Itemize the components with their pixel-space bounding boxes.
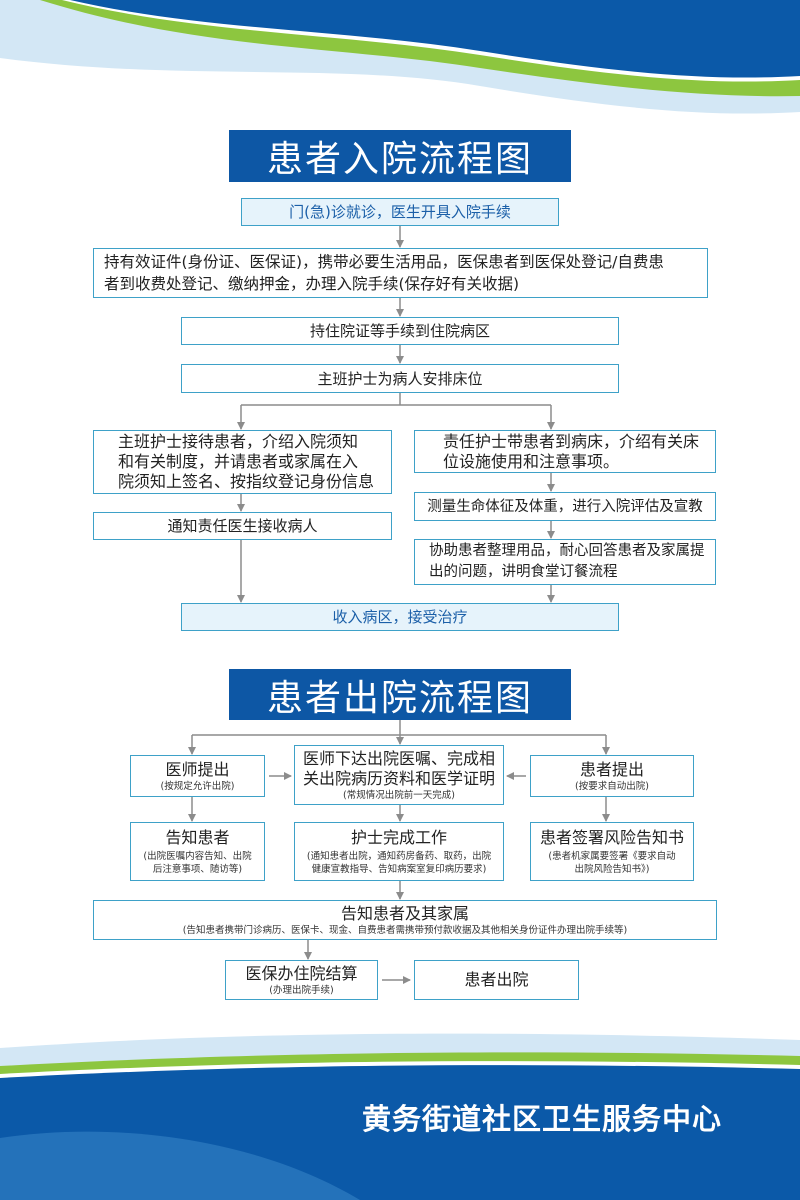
step-assign-bed: 主班护士为病人安排床位 <box>181 364 619 393</box>
step-patient-proposes-label: 患者提出 <box>579 759 644 779</box>
step-resp-nurse-line: 位设施使用和注意事项。 <box>443 451 620 471</box>
step-resp-nurse-line: 责任护士带患者到病床，介绍有关床 <box>443 431 700 451</box>
step-inform-patient: 告知患者 (出院医嘱内容告知、出院 后注意事项、随访等) <box>130 822 265 881</box>
step-doctor-proposes-note: (按规定允许出院) <box>160 780 235 792</box>
step-notify-doctor-text: 通知责任医生接收病人 <box>167 517 318 535</box>
step-nurse-work: 护士完成工作 (通知患者出院，通知药房备药、取药，出院 健康宣教指导、告知病案室… <box>294 822 504 881</box>
discharge-title: 患者出院流程图 <box>229 669 571 720</box>
step-inform-patient-note: (出院医嘱内容告知、出院 <box>143 850 252 862</box>
step-doctor-proposes-label: 医师提出 <box>165 759 230 779</box>
step-notify-doctor: 通知责任医生接收病人 <box>93 512 392 540</box>
step-admit: 收入病区，接受治疗 <box>181 603 619 631</box>
step-register: 持有效证件(身份证、医保证)，携带必要生活用品，医保患者到医保处登记/自费患 者… <box>93 248 708 298</box>
step-discharged: 患者出院 <box>414 960 579 1000</box>
step-doctor-proposes: 医师提出 (按规定允许出院) <box>130 755 265 797</box>
bottom-wave-swirl <box>0 1131 360 1200</box>
step-assist-line: 协助患者整理用品，耐心回答患者及家属提 <box>429 543 705 559</box>
step-risk-form-label: 患者签署风险告知书 <box>539 827 684 847</box>
step-vitals: 测量生命体征及体重，进行入院评估及宣教 <box>414 492 716 521</box>
step-resp-nurse: 责任护士带患者到病床，介绍有关床 位设施使用和注意事项。 <box>414 430 716 473</box>
step-nurse-work-label: 护士完成工作 <box>350 827 447 847</box>
step-inform-patient-label: 告知患者 <box>165 827 230 847</box>
step-admit-text: 收入病区，接受治疗 <box>332 608 468 626</box>
step-patient-proposes-note: (按要求自动出院) <box>575 780 649 792</box>
step-inform-family: 告知患者及其家属 (告知患者携带门诊病历、医保卡、现金、自费患者需携带预付款收据… <box>93 900 717 940</box>
step-register-line: 者到收费处登记、缴纳押金，办理入院手续(保存好有关收据) <box>104 275 520 293</box>
step-head-nurse: 主班护士接待患者，介绍入院须知 和有关制度，并请患者或家属在入 院须知上签名、按… <box>93 430 392 494</box>
top-wave-dark <box>70 0 800 78</box>
step-settlement-note: (办理出院手续) <box>269 984 334 996</box>
step-assign-bed-text: 主班护士为病人安排床位 <box>317 369 483 388</box>
step-discharge-order-note: (常规情况出院前一天完成) <box>343 789 455 801</box>
step-head-nurse-line: 院须知上签名、按指纹登记身份信息 <box>118 472 375 491</box>
step-risk-form: 患者签署风险告知书 (患者机家属要签署《要求自动 出院风险告知书》) <box>530 822 694 881</box>
organization-name: 黄务街道社区卫生服务中心 <box>361 1102 722 1136</box>
step-to-ward: 持住院证等手续到住院病区 <box>181 317 619 345</box>
step-discharge-order-line: 关出院病历资料和医学证明 <box>302 768 495 788</box>
step-to-ward-text: 持住院证等手续到住院病区 <box>309 322 490 340</box>
step-head-nurse-line: 和有关制度，并请患者或家属在入 <box>118 452 359 471</box>
step-head-nurse-line: 主班护士接待患者，介绍入院须知 <box>118 432 359 451</box>
step-discharge-order-line: 医师下达出院医嘱、完成相 <box>302 748 495 768</box>
step-nurse-work-note: (通知患者出院，通知药房备药、取药，出院 <box>306 850 492 862</box>
step-assist: 协助患者整理用品，耐心回答患者及家属提 出的问题，讲明食堂订餐流程 <box>414 539 716 585</box>
step-assist-line: 出的问题，讲明食堂订餐流程 <box>429 564 618 580</box>
step-nurse-work-note: 健康宣教指导、告知病案室复印病历要求) <box>311 863 487 875</box>
step-risk-form-note: (患者机家属要签署《要求自动 <box>548 850 676 862</box>
step-inform-family-note: (告知患者携带门诊病历、医保卡、现金、自费患者需携带预付款收据及其他相关身份证件… <box>182 924 628 936</box>
step-patient-proposes: 患者提出 (按要求自动出院) <box>530 755 694 797</box>
step-discharged-text: 患者出院 <box>464 970 529 989</box>
top-waves <box>0 0 800 114</box>
step-inform-family-label: 告知患者及其家属 <box>340 903 469 923</box>
step-visit: 门(急)诊就诊，医生开具入院手续 <box>241 198 559 226</box>
step-discharge-order: 医师下达出院医嘱、完成相 关出院病历资料和医学证明 (常规情况出院前一天完成) <box>294 745 504 805</box>
step-risk-form-note: 出院风险告知书》) <box>574 863 650 875</box>
bottom-waves <box>0 1033 800 1200</box>
step-vitals-text: 测量生命体征及体重，进行入院评估及宣教 <box>427 498 703 515</box>
step-inform-patient-note: 后注意事项、随访等) <box>152 863 243 875</box>
step-register-line: 持有效证件(身份证、医保证)，携带必要生活用品，医保患者到医保处登记/自费患 <box>104 253 664 271</box>
step-settlement: 医保办住院结算 (办理出院手续) <box>225 960 378 1000</box>
admission-title: 患者入院流程图 <box>229 130 571 182</box>
step-visit-text: 门(急)诊就诊，医生开具入院手续 <box>289 203 511 221</box>
step-settlement-label: 医保办住院结算 <box>245 963 358 983</box>
